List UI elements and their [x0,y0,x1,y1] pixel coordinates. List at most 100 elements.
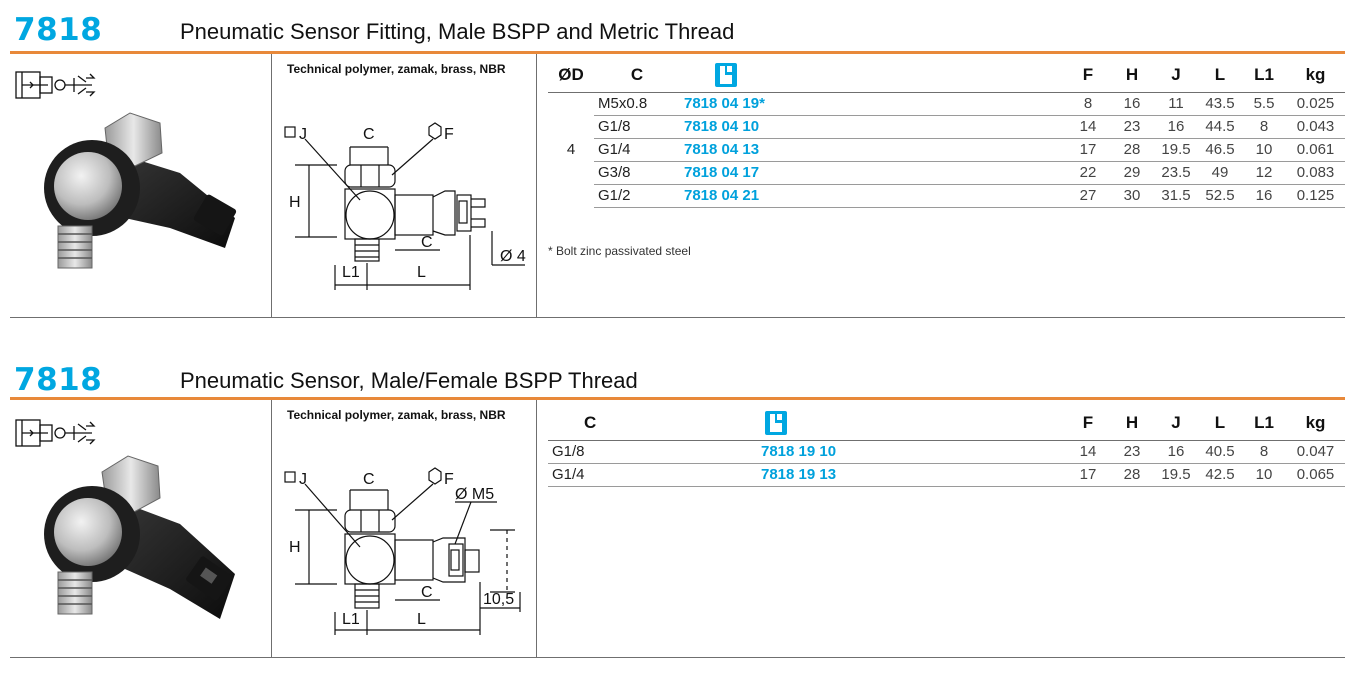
cell-j: 19.5 [1154,463,1198,487]
label-c2: C [421,234,433,251]
col-header: L [1214,412,1226,432]
thread-cell: G1/4 [548,463,634,487]
cell-l: 44.5 [1198,115,1242,139]
divider [271,54,272,318]
hexagon-symbol-icon [428,122,442,140]
divider [271,400,272,658]
cell-f: 22 [1066,161,1110,185]
label-port: Ø M5 [455,486,494,503]
pneumatic-symbol-icon [15,419,96,447]
col-header: ØD [558,64,584,84]
table-header-row: C F H J L L1 kg [548,406,1345,440]
table-header-row: ØD C F H J L L1 kg [548,58,1345,92]
cell-f: 27 [1066,184,1110,208]
part-number: 7818 19 13 [634,463,1066,487]
footnote: * Bolt zinc passivated steel [548,244,691,258]
cell-j: 23.5 [1154,161,1198,185]
cell-h: 23 [1110,115,1154,139]
part-number: 7818 04 17 [680,161,1066,185]
brand-logo-icon [765,410,787,435]
cell-kg: 0.083 [1286,161,1345,185]
col-header: J [1171,64,1181,84]
section-title: Pneumatic Sensor, Male/Female BSPP Threa… [180,368,638,393]
label-j: J [299,126,307,143]
cell-f: 8 [1066,91,1110,116]
cell-f: 17 [1066,138,1110,162]
section-bottom-rule [10,657,1345,658]
cell-l1: 8 [1242,439,1286,464]
divider [536,400,537,658]
col-header: H [1125,64,1139,84]
section-bottom-rule [10,317,1345,318]
part-number: 7818 04 19* [680,91,1066,116]
header-rule [10,51,1345,54]
cell-l1: 16 [1242,184,1286,208]
thread-cell: G1/8 [548,439,634,464]
col-header: C [584,412,597,432]
table-row: 4 M5x0.8 7818 04 19* 8 16 11 43.5 5.5 0.… [548,91,1345,207]
col-header: H [1125,412,1139,432]
cell-j: 16 [1154,115,1198,139]
thread-cell: G1/2 [594,184,680,208]
cell-h: 28 [1110,138,1154,162]
square-symbol-icon [284,471,296,483]
col-header: kg [1305,64,1326,84]
col-header: kg [1305,412,1326,432]
section-header: 7818 Pneumatic Sensor, Male/Female BSPP … [10,362,1345,400]
product-photo [44,112,237,269]
label-l: L [417,264,426,281]
label-h: H [289,539,301,556]
cell-h: 29 [1110,161,1154,185]
label-l1: L1 [342,264,360,281]
col-header: L1 [1254,64,1274,84]
col-header: F [1082,412,1094,432]
cell-f: 17 [1066,463,1110,487]
part-number: 7818 19 10 [634,439,1066,464]
label-l1: L1 [342,611,360,628]
table-row: G1/8 7818 19 10 14 23 16 40.5 8 0.047 [548,439,1345,464]
col-header: L [1214,64,1226,84]
cell-kg: 0.025 [1286,91,1345,116]
product-code: 7818 [14,12,103,48]
label-f: F [444,126,454,143]
cell-l: 52.5 [1198,184,1242,208]
cell-kg: 0.047 [1286,439,1345,464]
cell-l: 46.5 [1198,138,1242,162]
thread-cell: M5x0.8 [594,91,680,116]
cell-h: 28 [1110,463,1154,487]
hexagon-symbol-icon [428,467,442,485]
thread-cell: G3/8 [594,161,680,185]
cell-l: 43.5 [1198,91,1242,116]
cell-f: 14 [1066,115,1110,139]
product-photo [44,455,235,619]
label-c2: C [421,584,433,601]
label-c: C [363,471,375,488]
col-header: C [630,64,644,84]
od-cell: 4 [548,91,594,207]
divider [536,54,537,318]
cell-l1: 10 [1242,138,1286,162]
cell-l: 49 [1198,161,1242,185]
label-l: L [417,611,426,628]
label-tube: Ø 4 [500,248,526,265]
cell-kg: 0.061 [1286,138,1345,162]
pneumatic-symbol-icon [15,71,96,99]
label-f: F [444,471,454,488]
cell-h: 23 [1110,439,1154,464]
col-header-brand [634,406,1066,440]
cell-kg: 0.043 [1286,115,1345,139]
label-j: J [299,471,307,488]
cell-j: 31.5 [1154,184,1198,208]
table-row: G1/2 7818 04 21 27 30 31.5 52.5 16 0.125 [548,184,1345,208]
cell-j: 16 [1154,439,1198,464]
cell-f: 14 [1066,439,1110,464]
cell-h: 16 [1110,91,1154,116]
cell-l: 42.5 [1198,463,1242,487]
thread-cell: G1/4 [594,138,680,162]
cell-kg: 0.125 [1286,184,1345,208]
table-row: G1/4 7818 04 13 17 28 19.5 46.5 10 0.061 [548,138,1345,162]
square-symbol-icon [284,126,296,138]
spec-table: ØD C F H J L L1 kg 4 M5x0.8 7818 04 19* … [548,58,1345,208]
product-section-2: 7818 Pneumatic Sensor, Male/Female BSPP … [0,350,1365,681]
section-title: Pneumatic Sensor Fitting, Male BSPP and … [180,19,735,44]
